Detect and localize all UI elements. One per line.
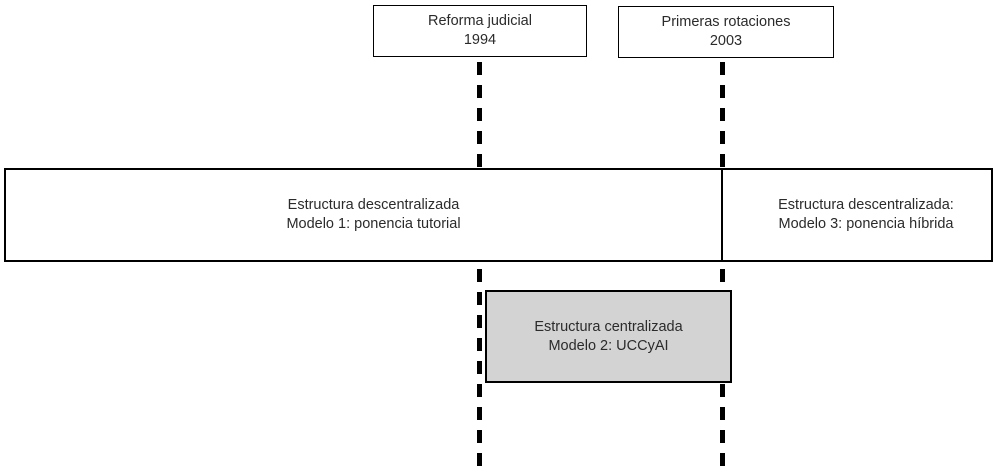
period-model-label: Modelo 3: ponencia híbrida xyxy=(778,216,954,232)
period-model-label: Modelo 1: ponencia tutorial xyxy=(286,216,461,232)
dashed-timeline-marker-2003 xyxy=(720,62,725,466)
event-box-1994: Reforma judicial 1994 xyxy=(373,5,587,57)
period-structure-label: Estructura centralizada xyxy=(534,318,683,335)
period-structure-label: Estructura descentralizada: xyxy=(778,197,954,213)
period-structure-label: Estructura descentralizada xyxy=(287,197,460,213)
event-year: 2003 xyxy=(709,33,743,49)
event-year: 1994 xyxy=(463,32,497,48)
dashed-timeline-marker-1994 xyxy=(477,62,482,466)
event-label: Primeras rotaciones xyxy=(661,14,791,30)
period-model-3: Estructura descentralizada: Modelo 3: po… xyxy=(723,170,991,260)
event-box-2003: Primeras rotaciones 2003 xyxy=(618,6,834,58)
period-model-2: Estructura centralizada Modelo 2: UCCyAI xyxy=(485,290,732,383)
period-model-label: Modelo 2: UCCyAI xyxy=(548,337,669,354)
period-model-1: Estructura descentralizada Modelo 1: pon… xyxy=(6,170,723,260)
event-label: Reforma judicial xyxy=(428,13,532,29)
timeline-band: Estructura descentralizada Modelo 1: pon… xyxy=(4,168,993,262)
